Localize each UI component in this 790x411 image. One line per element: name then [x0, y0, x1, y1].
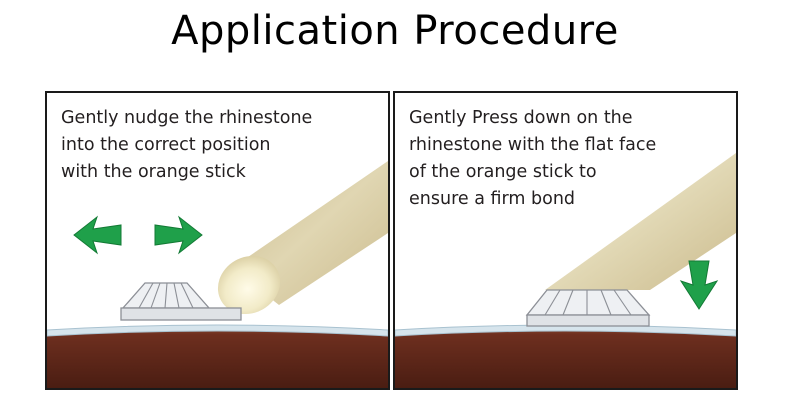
- nail-glue-layer: [47, 324, 388, 337]
- step-caption: Gently Press down on the rhinestone with…: [409, 108, 657, 209]
- nail-surface: [47, 325, 388, 388]
- rhinestone: [120, 282, 242, 321]
- page-title: Application Procedure: [171, 8, 619, 54]
- orange-stick-tip: [217, 255, 281, 315]
- left-arrow-icon: [73, 215, 122, 255]
- step-panel-nudge: Gently nudge the rhinestone into the cor…: [45, 91, 390, 390]
- rhinestone: [525, 289, 651, 327]
- nail-glue-layer: [395, 324, 736, 337]
- nudge-illustration: [47, 161, 388, 388]
- step-caption: Gently nudge the rhinestone into the cor…: [61, 108, 313, 182]
- down-arrow-icon: [679, 260, 719, 310]
- press-illustration: [395, 153, 736, 388]
- orange-stick: [545, 153, 736, 290]
- right-arrow-icon: [154, 215, 203, 255]
- nail-surface: [395, 325, 736, 388]
- step-panel-press: Gently Press down on the rhinestone with…: [393, 91, 738, 390]
